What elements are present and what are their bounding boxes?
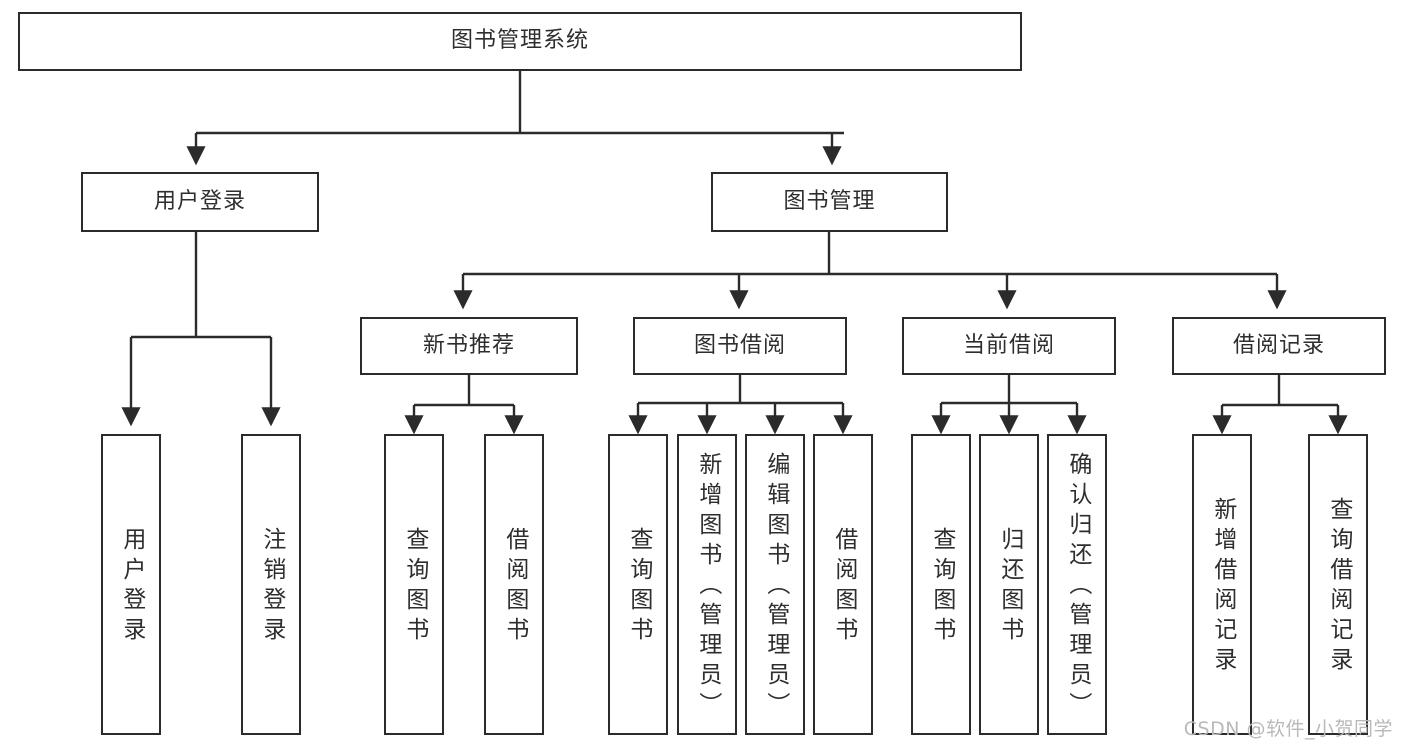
node-root[interactable]: 图书管理系统	[18, 12, 1022, 71]
node-root-label: 图书管理系统	[450, 28, 589, 54]
node-current-borrow[interactable]: 当前借阅	[902, 317, 1116, 375]
connector-group-borrow-record	[1212, 375, 1348, 435]
node-leaf-query-book-3-label: 查询图书	[928, 526, 955, 647]
node-leaf-query-record[interactable]: 查询借阅记录	[1308, 434, 1368, 735]
node-leaf-add-book-label: 新增图书（管理员）	[694, 451, 721, 722]
node-book-borrow-label: 图书借阅	[693, 332, 786, 358]
connector-group-book-borrow	[628, 375, 853, 435]
connector-group-user-login	[121, 232, 281, 427]
node-leaf-query-book-1-label: 查询图书	[401, 526, 428, 647]
node-leaf-confirm-return[interactable]: 确认归还（管理员）	[1047, 434, 1107, 735]
node-user-login[interactable]: 用户登录	[81, 172, 319, 232]
node-leaf-query-book-2-label: 查询图书	[625, 526, 652, 647]
node-leaf-borrow-book-2-label: 借阅图书	[830, 526, 857, 647]
node-leaf-query-book-1[interactable]: 查询图书	[384, 434, 444, 735]
node-leaf-borrow-book-1[interactable]: 借阅图书	[484, 434, 544, 735]
node-leaf-query-book-3[interactable]: 查询图书	[911, 434, 971, 735]
node-leaf-add-record-label: 新增借阅记录	[1209, 496, 1236, 677]
node-leaf-return-book[interactable]: 归还图书	[979, 434, 1039, 735]
connector-group-book-manage	[453, 232, 1287, 310]
node-leaf-confirm-return-label: 确认归还（管理员）	[1064, 451, 1091, 722]
node-new-book-recommend-label: 新书推荐	[422, 332, 515, 358]
node-borrow-record-label: 借阅记录	[1232, 332, 1325, 358]
node-book-manage[interactable]: 图书管理	[711, 172, 948, 232]
node-leaf-return-book-label: 归还图书	[996, 526, 1023, 647]
connector-group-current-borrow	[931, 375, 1087, 435]
node-book-manage-label: 图书管理	[783, 188, 876, 214]
node-leaf-edit-book[interactable]: 编辑图书（管理员）	[745, 434, 805, 735]
node-leaf-query-record-label: 查询借阅记录	[1325, 496, 1352, 677]
node-book-borrow[interactable]: 图书借阅	[633, 317, 847, 375]
connector-group-root	[186, 71, 844, 166]
node-leaf-user-login-label: 用户登录	[118, 526, 145, 647]
node-leaf-borrow-book-1-label: 借阅图书	[501, 526, 528, 647]
node-leaf-edit-book-label: 编辑图书（管理员）	[762, 451, 789, 722]
node-leaf-add-book[interactable]: 新增图书（管理员）	[677, 434, 737, 735]
node-user-login-label: 用户登录	[153, 188, 246, 214]
node-new-book-recommend[interactable]: 新书推荐	[360, 317, 578, 375]
node-leaf-logout-login-label: 注销登录	[258, 526, 285, 647]
node-leaf-user-login[interactable]: 用户登录	[101, 434, 161, 735]
node-leaf-borrow-book-2[interactable]: 借阅图书	[813, 434, 873, 735]
connector-group-new-book-recommend	[404, 375, 524, 435]
node-current-borrow-label: 当前借阅	[962, 332, 1055, 358]
node-leaf-add-record[interactable]: 新增借阅记录	[1192, 434, 1252, 735]
csdn-watermark: CSDN @软件_小贺同学	[1183, 718, 1393, 740]
node-borrow-record[interactable]: 借阅记录	[1172, 317, 1386, 375]
node-leaf-logout-login[interactable]: 注销登录	[241, 434, 301, 735]
node-leaf-query-book-2[interactable]: 查询图书	[608, 434, 668, 735]
